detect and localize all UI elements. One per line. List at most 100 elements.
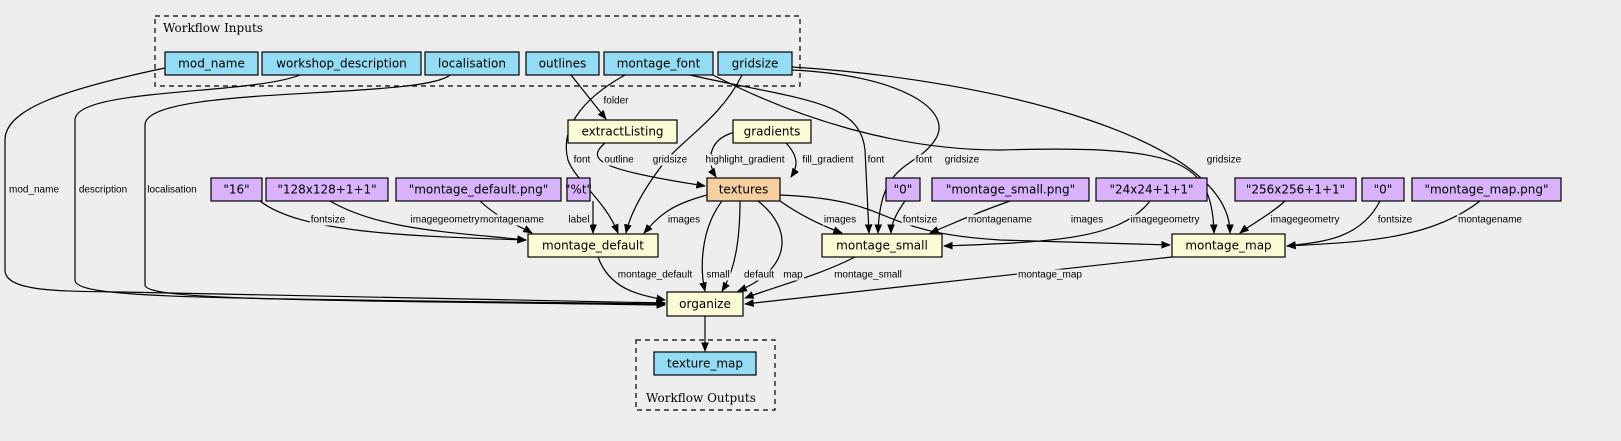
node-montage-map[interactable]: montage_map [1171, 233, 1286, 258]
edge-label-background [1017, 269, 1084, 281]
edge-label: fill_gradient [802, 155, 853, 166]
edge-label: gridsize [653, 155, 688, 166]
edge-label-background [822, 214, 858, 226]
node-label: texture_map [667, 357, 743, 371]
edge-label: montagename [480, 215, 544, 226]
node-label: "0" [1374, 183, 1393, 197]
edges [4, 66, 1481, 352]
edge-line [943, 200, 1151, 250]
node-lit-0b[interactable]: "0" [1361, 177, 1405, 202]
node-box [424, 51, 520, 76]
node-mod-name[interactable]: mod_name [164, 51, 259, 76]
edge-label-background [742, 269, 776, 281]
node-gradients[interactable]: gradients [732, 119, 812, 144]
edge-label-background [479, 214, 546, 226]
node-box [717, 51, 793, 76]
node-box [603, 51, 714, 76]
node-lit-256[interactable]: "256x256+1+1" [1234, 177, 1357, 202]
edge-label-background [572, 154, 592, 166]
edge-lit_mspng-to-montage_small [929, 200, 1011, 234]
edge-label: imagegeometry [1131, 215, 1200, 226]
node-label: "montage_map.png" [1424, 183, 1548, 197]
edge-label-background [782, 269, 805, 281]
edge-label: font [916, 155, 933, 166]
edge-lit_16-to-montage_default [259, 200, 527, 244]
node-gridsize[interactable]: gridsize [717, 51, 793, 76]
edge-line [737, 200, 783, 292]
edge-montage_font-to-montage_default [565, 74, 626, 234]
edge-localisation-to-organize [144, 74, 666, 309]
edge-line [597, 256, 666, 303]
workflow-inputs-cluster: Workflow Inputs [154, 15, 801, 87]
edge-label-background [705, 269, 731, 281]
edge-label-background [943, 154, 981, 166]
node-lit-128[interactable]: "128x128+1+1" [265, 177, 389, 202]
edge-gradients-to-textures [785, 142, 799, 178]
edge-textures-to-montage_small [779, 200, 843, 234]
node-workshop-description[interactable]: workshop_description [261, 51, 422, 76]
edge-label-background [77, 184, 129, 196]
node-organize[interactable]: organize [666, 291, 744, 317]
node-lit-mspng[interactable]: "montage_small.png" [931, 177, 1090, 202]
nodes: mod_name workshop_description localisation… [164, 51, 1562, 376]
node-texture-map[interactable]: texture_map [653, 351, 757, 376]
edge-label: font [574, 155, 591, 166]
node-box [821, 233, 943, 258]
edge-label-background [866, 154, 886, 166]
node-box [1095, 177, 1208, 202]
node-label: "%t" [565, 183, 592, 197]
edge-label-background [901, 214, 939, 226]
edge-label-background [1457, 214, 1524, 226]
node-box [164, 51, 259, 76]
edge-label-background [1205, 154, 1243, 166]
edge-label: font [868, 155, 885, 166]
edge-line [744, 256, 1173, 307]
node-label: gradients [744, 125, 801, 139]
edge-label-background [602, 95, 631, 107]
edge-outlines-to-extractListing [570, 74, 607, 120]
node-localisation[interactable]: localisation [424, 51, 520, 76]
node-lit-mdpng[interactable]: "montage_default.png" [395, 177, 562, 202]
node-extractListing[interactable]: extractListing [567, 119, 678, 144]
edge-line [4, 67, 666, 307]
edge-line [785, 142, 799, 178]
edge-label-background [1129, 214, 1201, 226]
node-label: localisation [438, 57, 506, 71]
node-box [1171, 233, 1286, 258]
edge-lit_mmpng-to-montage_map [1286, 200, 1481, 250]
edge-lit_0b-to-montage_map [1286, 200, 1381, 249]
node-label: montage_small [836, 239, 928, 253]
node-label: "montage_small.png" [946, 183, 1075, 197]
workflow-outputs-cluster: Workflow Outputs [635, 339, 776, 411]
edge-line [570, 74, 607, 120]
node-montage-small[interactable]: montage_small [821, 233, 943, 258]
edge-label-background [616, 269, 694, 281]
edge-gradients-to-textures [708, 131, 736, 178]
node-lit-0a[interactable]: "0" [885, 177, 921, 202]
node-lit-16[interactable]: "16" [210, 177, 263, 202]
node-box [885, 177, 921, 202]
edge-line [887, 200, 906, 234]
edge-line [565, 74, 626, 234]
edge-label: folder [603, 96, 629, 107]
node-label: mod_name [178, 57, 245, 71]
edge-label-background [651, 154, 689, 166]
edge-label: localisation [147, 185, 196, 196]
node-textures[interactable]: textures [706, 177, 781, 202]
edge-mod_name-to-organize [4, 67, 666, 307]
node-outlines[interactable]: outlines [525, 51, 600, 76]
edge-line [791, 66, 1234, 234]
node-lit-mmpng[interactable]: "montage_map.png" [1411, 177, 1562, 202]
edge-label: images [1071, 215, 1103, 226]
node-label: extractListing [581, 125, 663, 139]
node-lit-t[interactable]: "%t" [565, 177, 592, 202]
node-montage-default[interactable]: montage_default [527, 233, 659, 258]
edge-label: map [783, 270, 803, 281]
node-montage-font[interactable]: montage_font [603, 51, 714, 76]
node-box [567, 119, 678, 144]
edge-label-backgrounds [7, 95, 1524, 281]
edge-label-background [409, 214, 481, 226]
edge-label-background [704, 154, 786, 166]
edge-textures-to-montage_map [779, 194, 1171, 249]
node-lit-24[interactable]: "24x24+1+1" [1095, 177, 1208, 202]
